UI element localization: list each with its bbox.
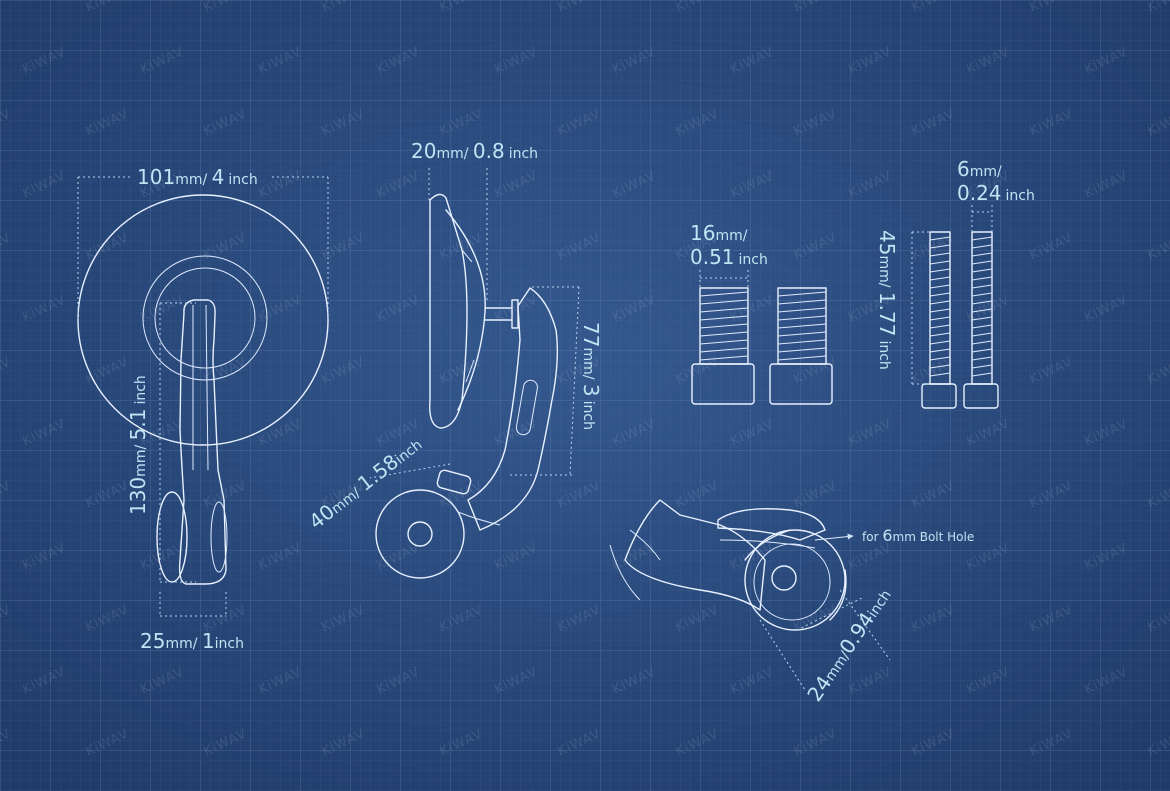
- side-adjust-screw: [436, 469, 472, 495]
- end-clamp-outer: [744, 529, 846, 631]
- side-arm: [467, 287, 559, 531]
- side-arm-slot: [515, 379, 538, 436]
- long-bolt-length-label: 45mm/ 1.77inch: [875, 230, 899, 370]
- bolt-hole-label: for 6mm Bolt Hole: [862, 526, 974, 545]
- end-top-pad: [717, 508, 826, 541]
- long-bolt-dia-label-1: 6mm/: [957, 157, 1002, 181]
- bolt-hole-arrow: [814, 533, 854, 541]
- short-bolt-left: [691, 287, 755, 405]
- side-mirror-back: [445, 209, 486, 411]
- end-view: [609, 499, 891, 691]
- end-clamp-ring: [753, 543, 831, 621]
- end-arm-body: [624, 499, 766, 611]
- long-bolt-right: [963, 231, 999, 409]
- mirror-back-inner: [154, 267, 256, 369]
- front-clamp-side: [210, 501, 228, 573]
- front-arm-detail: [192, 304, 209, 471]
- side-clamp-outer: [375, 489, 465, 579]
- short-bolt-dia-label-1: 16mm/: [690, 221, 748, 245]
- front-height-label: 130mm/ 5.1inch: [126, 375, 150, 515]
- side-stem: [484, 299, 519, 329]
- front-view: [77, 176, 329, 617]
- short-bolt-right: [769, 287, 833, 405]
- front-base-label: 25mm/ 1inch: [140, 629, 244, 653]
- mirror-back-ring: [142, 255, 268, 381]
- side-view: [369, 168, 582, 579]
- side-clamp-hole: [407, 521, 433, 547]
- long-bolt-left: [921, 231, 957, 409]
- end-clamp-hole: [771, 565, 797, 591]
- side-mirror-glass: [429, 193, 468, 429]
- end-clamp-bridge: [744, 529, 847, 621]
- mirror-glass-outline: [77, 194, 329, 446]
- side-arm-label: 77mm/ 3inch: [579, 322, 603, 430]
